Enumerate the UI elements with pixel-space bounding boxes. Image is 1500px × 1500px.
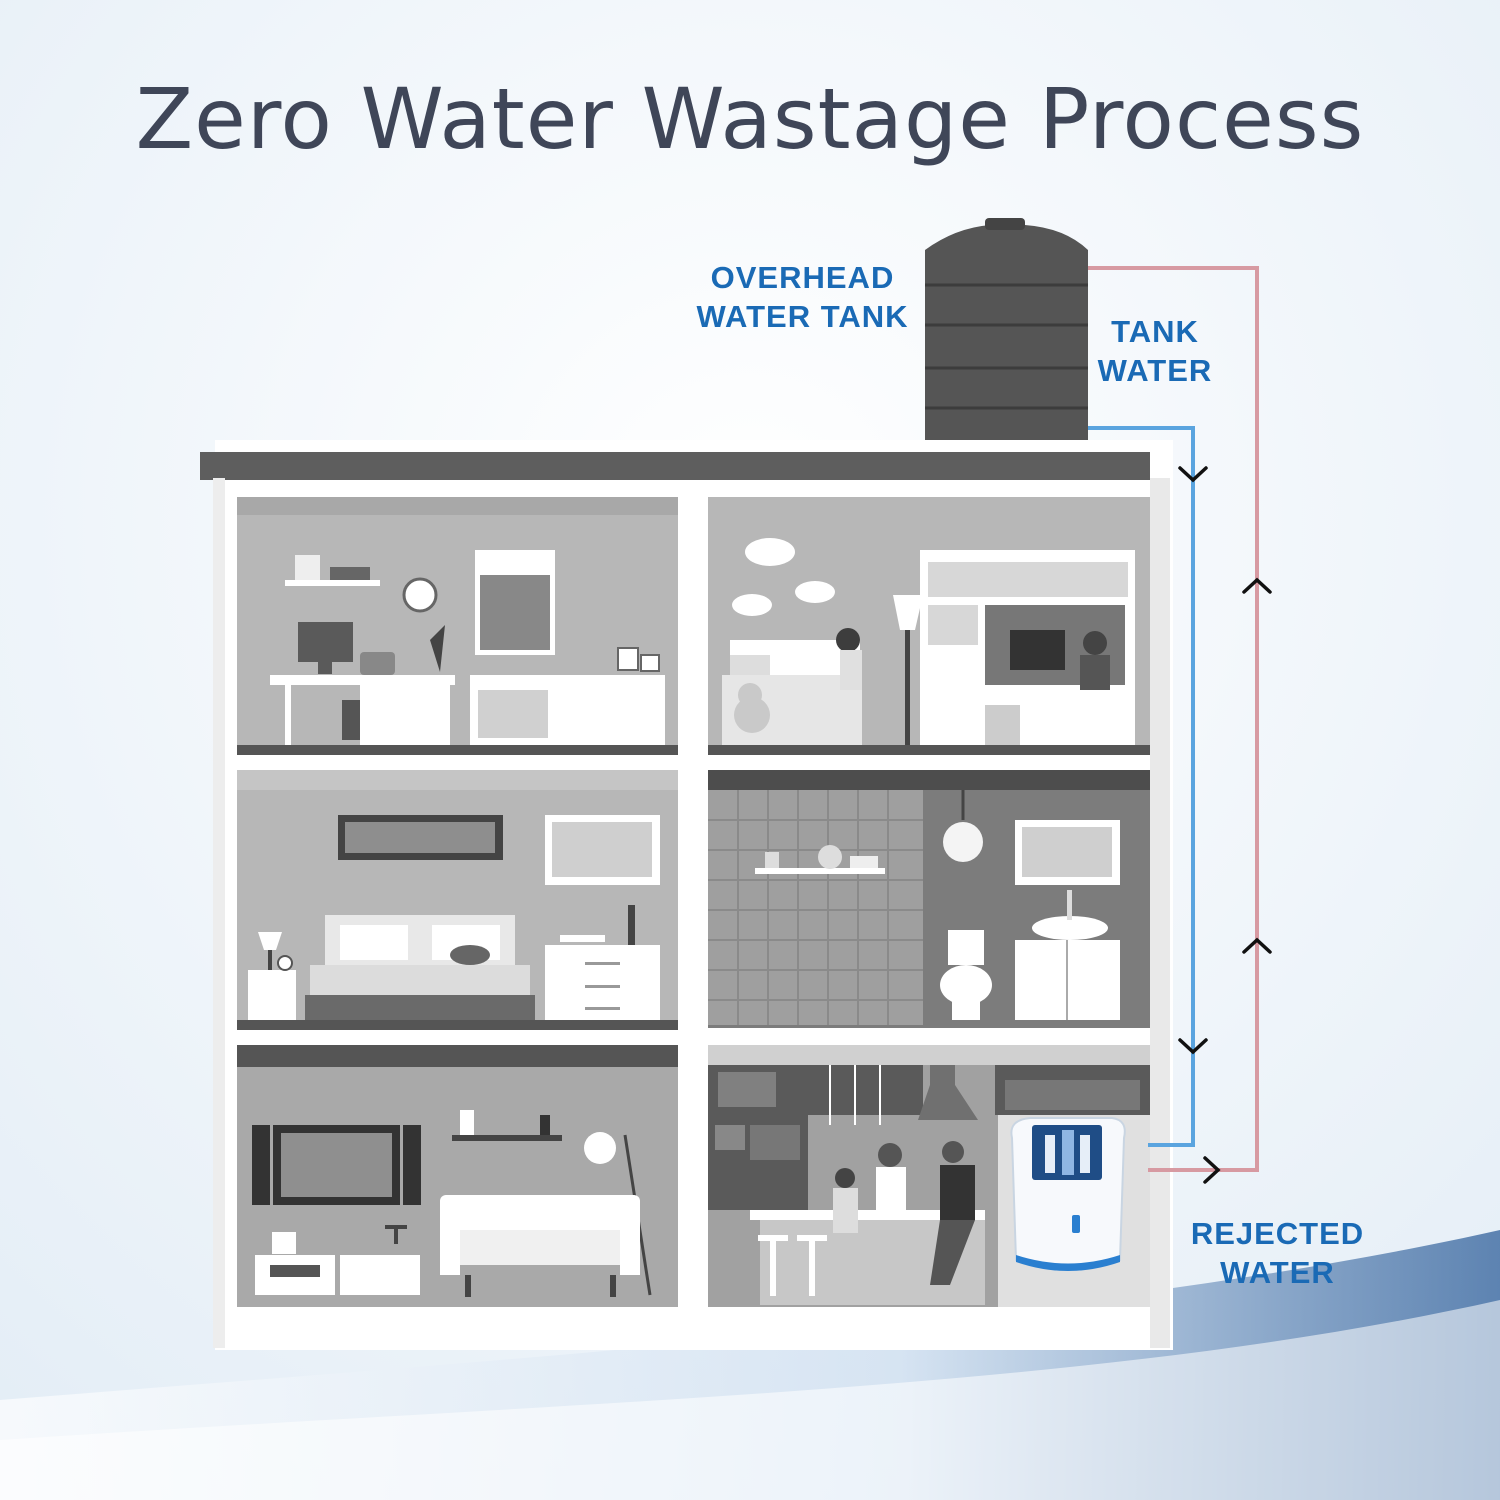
room-living [237,1045,678,1307]
arrow-up-icon [1242,937,1272,954]
label-line: WATER [1097,353,1213,388]
label-overhead-water-tank: OVERHEAD WATER TANK [690,258,915,336]
flow-arrows [1178,466,1272,1184]
arrow-down-icon [1178,1038,1208,1055]
label-line: OVERHEAD [710,260,895,295]
page-title: Zero Water Wastage Process [135,70,1365,168]
water-purifier [1010,1117,1126,1271]
label-rejected-water: REJECTED WATER [1180,1214,1375,1292]
label-tank-water: TANK WATER [1090,312,1220,390]
label-line: WATER [1220,1255,1335,1290]
room-office [237,497,678,755]
tank-water-pipe [1088,426,1195,1147]
arrow-up-icon [1242,577,1272,594]
arrow-down-icon [1178,466,1208,483]
room-bedroom [237,770,678,1030]
label-line: WATER TANK [696,299,909,334]
arrow-right-icon [1203,1156,1221,1184]
rejected-water-pipe [1088,266,1259,1172]
room-kids [708,497,1150,755]
label-line: TANK [1111,314,1199,349]
label-line: REJECTED [1190,1216,1365,1251]
overhead-water-tank [925,218,1088,440]
roof-slab [200,452,1150,480]
room-bathroom [708,770,1150,1028]
room-kitchen [708,1045,1150,1307]
